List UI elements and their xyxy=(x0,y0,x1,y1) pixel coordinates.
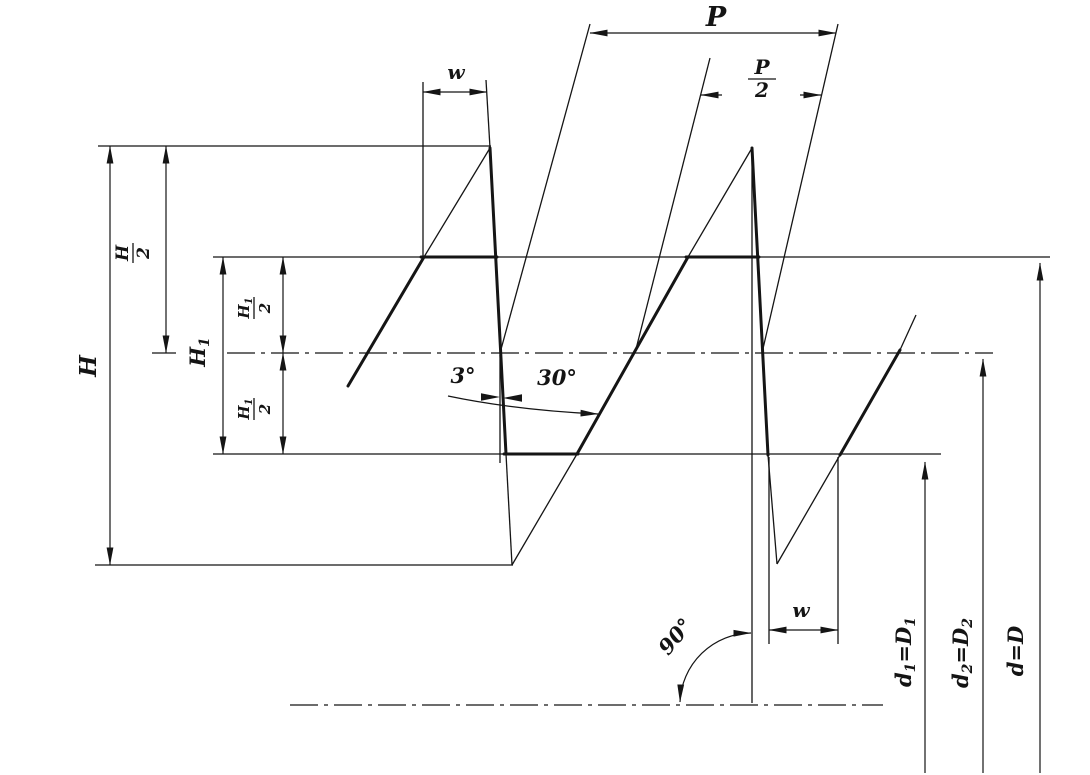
minor-d-base2: D xyxy=(891,626,916,646)
major-d-eq: = xyxy=(1003,644,1028,662)
half-working-height-upper-fraction: H1 2 xyxy=(235,297,274,320)
upper-num-sub: 1 xyxy=(244,297,255,304)
flank-extension-far-right xyxy=(899,314,917,351)
total-height-label: H xyxy=(75,354,102,378)
root-apex-extension-right xyxy=(776,454,841,565)
leading-flank-right-tooth xyxy=(575,255,690,456)
thread-profile-outline xyxy=(346,146,902,457)
dimension-lines xyxy=(106,29,1044,773)
pitch-ext-oblique-left xyxy=(499,23,591,354)
half-working-height-lower-fraction: H1 2 xyxy=(235,398,274,421)
minor-d-eq: = xyxy=(891,645,916,663)
pitch-label: P xyxy=(705,2,727,33)
pitch-d-sub: 2 xyxy=(960,663,976,674)
lower-fraction-denominator: 2 xyxy=(256,404,274,415)
upper-fraction-denominator: 2 xyxy=(256,303,274,314)
half-pitch-denominator: 2 xyxy=(754,78,769,102)
lower-num-sub: 1 xyxy=(244,398,255,405)
upper-fraction-numerator: H1 xyxy=(235,297,255,319)
steep-flank-right-tooth xyxy=(750,146,770,457)
half-total-height-numerator: H xyxy=(113,244,133,262)
pitch-d-sub2: 2 xyxy=(960,618,976,629)
axis-angle-arc xyxy=(677,629,752,703)
pitch-ext-oblique-mid xyxy=(634,57,711,354)
leading-flank-next-tooth xyxy=(838,348,902,457)
half-total-height-fraction: H 2 xyxy=(113,243,154,263)
major-diameter-label: d=D xyxy=(1003,625,1028,676)
half-pitch-numerator: P xyxy=(753,55,770,79)
pitch-diameter-label: d2=D2 xyxy=(948,618,976,688)
major-d-base2: D xyxy=(1003,625,1028,645)
upper-num-base: H xyxy=(235,304,253,320)
steep-angle-arrow-left xyxy=(481,393,500,401)
lower-fraction-numerator: H1 xyxy=(235,398,255,420)
pitch-ext-oblique-right xyxy=(761,23,839,354)
pitch-d-eq: = xyxy=(948,646,973,664)
pitch-d-base2: D xyxy=(948,627,973,647)
crest-width-label-top: w xyxy=(447,60,465,84)
flank-angle-label: 30° xyxy=(537,365,577,390)
pitch-d-base: d xyxy=(948,673,973,688)
major-d-base: d xyxy=(1003,661,1028,676)
half-total-height-denominator: 2 xyxy=(134,247,154,260)
minor-d-sub: 1 xyxy=(903,663,919,673)
steep-flank-left-tooth xyxy=(488,146,508,456)
theoretical-profile-extensions xyxy=(423,79,917,703)
tip-extension-right-tooth xyxy=(687,147,753,258)
minor-d-sub2: 1 xyxy=(903,617,919,627)
root-apex-extension-left xyxy=(511,453,578,566)
steep-flank-extension-up xyxy=(485,79,491,149)
crest-width-label-bottom: w xyxy=(792,598,810,622)
working-height-base: H xyxy=(185,346,210,368)
leading-flank-left-tooth xyxy=(346,255,426,388)
dimension-extension-lines xyxy=(152,23,839,644)
tip-extension-left-tooth xyxy=(423,147,491,258)
flank-angle-arc xyxy=(447,395,599,417)
steep-angle-arrow-right xyxy=(503,394,522,402)
working-height-label: H1 xyxy=(185,337,213,368)
axis-angle-label: 90° xyxy=(653,613,698,660)
steep-flank-extension-down xyxy=(505,453,513,566)
working-height-sub: 1 xyxy=(197,337,213,347)
half-pitch-fraction: P 2 xyxy=(748,55,776,102)
minor-diameter-label: d1=D1 xyxy=(891,617,919,687)
minor-d-base: d xyxy=(891,672,916,687)
lower-num-base: H xyxy=(235,405,253,421)
steep-flank-angle-label: 3° xyxy=(450,363,475,388)
